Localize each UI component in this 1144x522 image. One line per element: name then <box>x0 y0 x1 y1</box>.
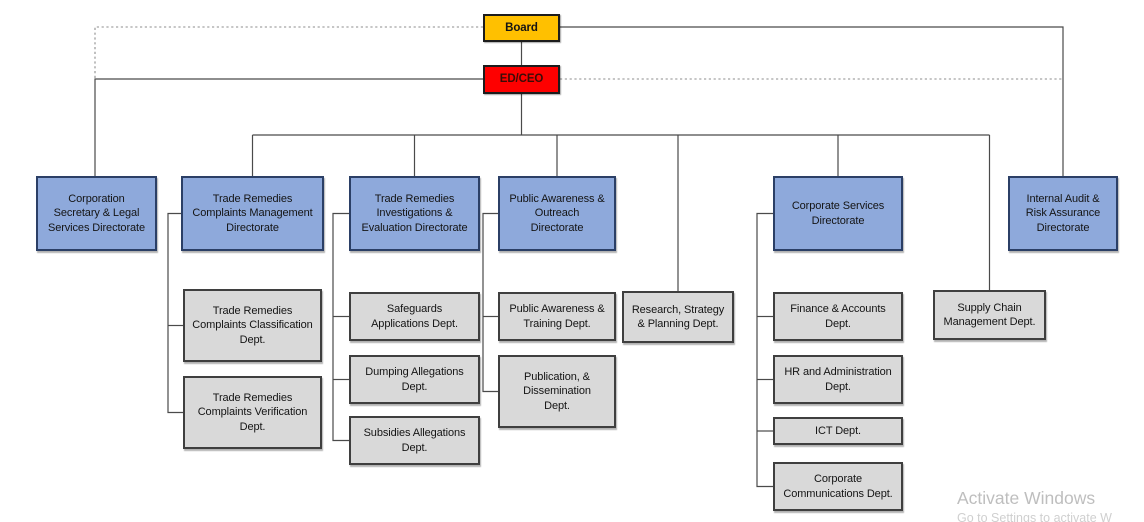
org-node-trade-remedies-complaints-management-directorate: Trade Remedies Complaints Management Dir… <box>181 176 324 251</box>
org-node-publication-dissemination-dept: Publication, & Dissemination Dept. <box>498 355 616 428</box>
org-node-ict-dept: ICT Dept. <box>773 417 903 445</box>
org-node-ed-ceo: ED/CEO <box>483 65 560 94</box>
org-node-public-awareness-outreach-directorate: Public Awareness & Outreach Directorate <box>498 176 616 251</box>
org-node-hr-administration-dept: HR and Administration Dept. <box>773 355 903 404</box>
org-node-research-strategy-planning-dept: Research, Strategy & Planning Dept. <box>622 291 734 343</box>
org-node-trade-remedies-complaints-classification-dept: Trade Remedies Complaints Classification… <box>183 289 322 362</box>
org-node-board: Board <box>483 14 560 42</box>
org-node-safeguards-applications-dept: Safeguards Applications Dept. <box>349 292 480 341</box>
org-node-corporate-communications-dept: Corporate Communications Dept. <box>773 462 903 511</box>
org-node-supply-chain-management-dept: Supply Chain Management Dept. <box>933 290 1046 340</box>
org-node-trade-remedies-complaints-verification-dept: Trade Remedies Complaints Verification D… <box>183 376 322 449</box>
org-node-corporate-services-directorate: Corporate Services Directorate <box>773 176 903 251</box>
org-node-finance-accounts-dept: Finance & Accounts Dept. <box>773 292 903 341</box>
org-node-trade-remedies-investigations-evaluation-directorate: Trade Remedies Investigations & Evaluati… <box>349 176 480 251</box>
activate-windows-subtitle: Go to Settings to activate W <box>957 511 1112 522</box>
org-node-subsidies-allegations-dept: Subsidies Allegations Dept. <box>349 416 480 465</box>
org-node-internal-audit-risk-assurance-directorate: Internal Audit & Risk Assurance Director… <box>1008 176 1118 251</box>
org-node-corporation-secretary-legal-directorate: Corporation Secretary & Legal Services D… <box>36 176 157 251</box>
org-node-dumping-allegations-dept: Dumping Allegations Dept. <box>349 355 480 404</box>
org-node-public-awareness-training-dept: Public Awareness & Training Dept. <box>498 292 616 341</box>
activate-windows-title: Activate Windows <box>957 488 1096 508</box>
activate-windows-watermark: Activate Windows Go to Settings to activ… <box>957 488 1112 522</box>
